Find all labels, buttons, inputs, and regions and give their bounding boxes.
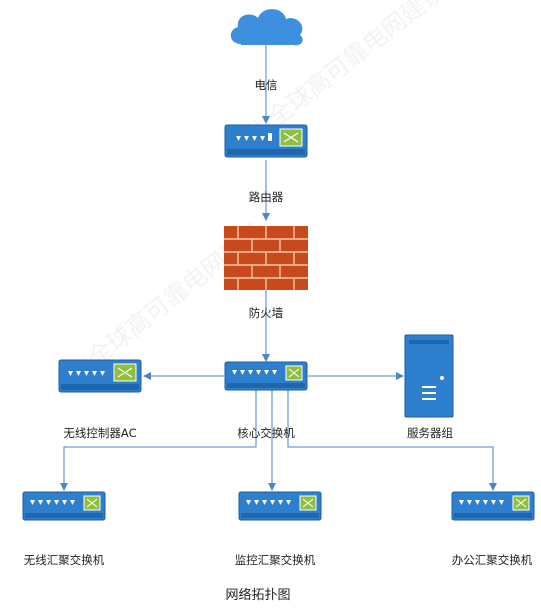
office-agg-switch-icon: [451, 491, 535, 521]
server-group-label: 服务器组: [407, 426, 453, 440]
firewall-label: 防火墙: [248, 306, 284, 320]
wireless-controller-label: 无线控制器AC: [63, 426, 137, 440]
link-core-wireless-agg: [60, 390, 257, 491]
link-core-office-agg: [287, 390, 497, 491]
router-icon: [224, 124, 308, 158]
wireless-agg-label: 无线汇聚交换机: [23, 553, 105, 567]
core-switch-label: 核心交换机: [237, 426, 295, 440]
server-icon: [404, 334, 454, 418]
wireless-controller-icon: [58, 359, 142, 393]
office-agg-label: 办公汇聚交换机: [451, 553, 533, 567]
firewall-icon: [224, 226, 308, 290]
monitor-agg-label: 监控汇聚交换机: [234, 553, 316, 567]
monitor-agg-switch-icon: [238, 491, 322, 521]
core-switch-icon: [224, 361, 308, 391]
router-label: 路由器: [248, 190, 284, 204]
cloud-icon: [230, 9, 303, 46]
wireless-agg-switch-icon: [22, 491, 106, 521]
telecom-label: 电信: [254, 78, 278, 92]
diagram-caption: 网络拓扑图: [225, 588, 291, 603]
